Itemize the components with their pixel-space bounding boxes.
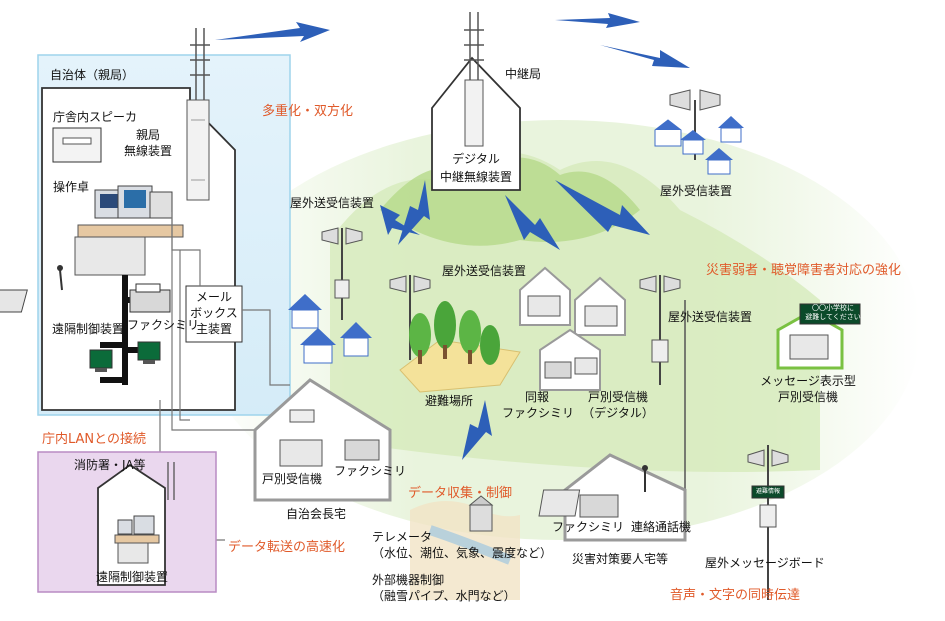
label-telemeter-2: （水位、潮位、気象、震度など） (372, 546, 553, 560)
relay-antenna-icon (464, 12, 484, 80)
label-mailbox-3: 主装置 (195, 322, 232, 336)
label-outdoor-board: 屋外メッセージボード (705, 556, 825, 570)
label-parent-radio-2: 無線装置 (123, 144, 172, 158)
bolt-1 (215, 22, 330, 42)
label-parent-radio-1: 親局 (135, 128, 160, 142)
pc-icon-1 (89, 349, 113, 372)
label-board-text-1: 〇〇小学校に (812, 304, 854, 312)
label-multiplex: 多重化・双方化 (262, 104, 354, 119)
bolt-8 (462, 400, 492, 460)
outdoor-tx-icon-3 (639, 275, 681, 385)
label-digital-relay-2: 中継無線装置 (439, 170, 512, 184)
label-ext-ctrl-2: （融雪パイプ、水門など） (372, 589, 516, 603)
label-facsimile-left: ファクシミリ (127, 318, 200, 332)
label-lan: 庁内LANとの接続 (42, 432, 147, 447)
mailbox-box (185, 285, 243, 343)
label-facsimile-disaster: ファクシミリ (552, 520, 625, 534)
label-broadcast-fax-1: 同報 (524, 390, 549, 404)
label-telemeter-1: テレメータ (372, 530, 433, 544)
label-evacuation: 避難場所 (425, 394, 474, 408)
label-outdoor-receiver-top: 屋外受信装置 (660, 184, 733, 198)
label-ext-ctrl-1: 外部機器制御 (372, 573, 445, 587)
label-mailbox-2: ボックス (190, 306, 238, 320)
label-disaster-home: 災害対策要人宅等 (572, 552, 669, 566)
outdoor-tx-icon-1 (321, 227, 363, 320)
fax-icon-left (129, 283, 171, 313)
remote-control-icon (0, 265, 63, 313)
houses-left-icon (288, 294, 372, 364)
parent-radio-unit-icon (186, 99, 210, 201)
label-msg-receiver-1: メッセージ表示型 (760, 374, 856, 388)
label-chief-home: 自治会長宅 (286, 507, 347, 521)
evacuation-site-icon (399, 301, 521, 393)
label-board-sign: 避難情報 (755, 488, 780, 495)
message-receiver-house-icon (776, 303, 861, 370)
label-data-collect: データ収集・制御 (408, 486, 513, 501)
label-relay-station: 中継局 (505, 67, 542, 81)
console-desk-icon (74, 185, 184, 276)
bolt-7 (555, 180, 650, 235)
disaster-home-building (563, 453, 687, 542)
label-console: 操作卓 (53, 180, 90, 194)
label-voice-text: 音声・文字の同時伝達 (670, 588, 801, 603)
label-municipality: 自治体（親局） (50, 68, 135, 82)
label-contact-phone: 連絡通話機 (631, 520, 692, 534)
telemeter-icon (410, 495, 520, 600)
relay-radio-unit-icon (464, 79, 484, 147)
fire-dept-console-icon (114, 515, 160, 564)
label-house-receiver-2: （デジタル） (582, 406, 654, 420)
label-fire-dept: 消防署・JA等 (74, 458, 146, 472)
label-house-receiver-left: 戸別受信機 (262, 472, 323, 486)
pc-icon-2 (137, 341, 161, 364)
label-mailbox-1: メール (195, 290, 232, 304)
label-office-speaker: 庁舎内スピーカ (53, 110, 138, 124)
office-speaker-icon (52, 127, 102, 163)
bolt-5 (380, 205, 420, 235)
label-board-text-2: 避難してください (805, 313, 861, 321)
bolt-3 (600, 45, 690, 68)
parent-antenna-icon (190, 28, 210, 100)
message-board-sign (799, 303, 861, 325)
radio-link-bolts (215, 13, 690, 460)
fire-dept-antenna-icon (167, 462, 175, 500)
label-msg-receiver-2: 戸別受信機 (777, 390, 838, 404)
label-vulnerable: 災害弱者・聴覚障害者対応の強化 (706, 263, 902, 278)
outdoor-board-icon (747, 445, 789, 600)
label-outdoor-tx-2: 屋外送受信装置 (442, 264, 527, 278)
bolt-6 (505, 195, 560, 250)
bolt-2 (555, 13, 640, 28)
label-data-transfer: データ転送の高速化 (228, 540, 346, 555)
label-outdoor-tx-3: 屋外送受信装置 (668, 310, 753, 324)
message-board-text: 〇〇小学校に 避難してください (805, 304, 861, 322)
label-facsimile-chief: ファクシミリ (334, 464, 407, 478)
outdoor-receiver-top-icon (654, 89, 744, 175)
label-digital-relay-1: デジタル (452, 152, 500, 166)
label-broadcast-fax-2: ファクシミリ (502, 406, 575, 420)
label-house-receiver-1: 戸別受信機 (587, 390, 648, 404)
mailbox-label: メール ボックス 主装置 (186, 289, 242, 337)
label-remote-control: 遠隔制御装置 (52, 322, 125, 336)
label-remote-control-2: 遠隔制御装置 (96, 570, 169, 584)
label-outdoor-tx-1: 屋外送受信装置 (290, 196, 375, 210)
outdoor-tx-icon-2 (389, 275, 431, 360)
